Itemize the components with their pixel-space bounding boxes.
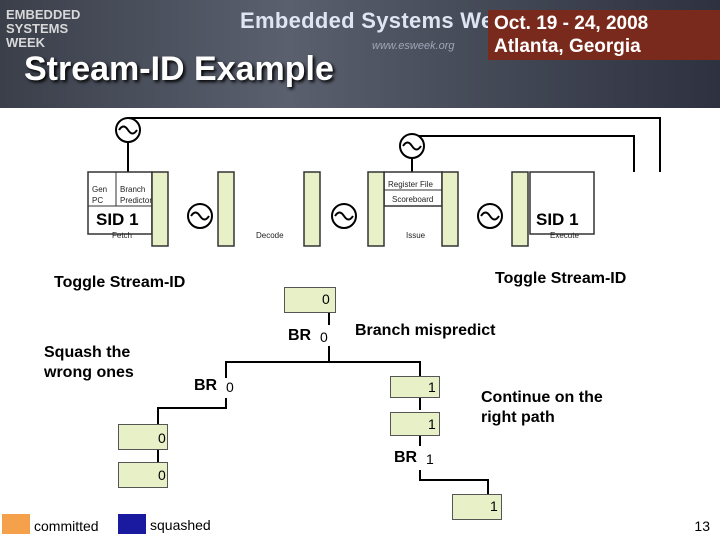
squashed-label: squashed xyxy=(150,517,211,533)
fetch-label: Fetch xyxy=(112,231,133,240)
committed-swatch xyxy=(2,514,30,534)
gen-pc-line: Gen xyxy=(92,185,108,194)
location-line: Atlanta, Georgia xyxy=(494,36,641,57)
squash-annotation: Squash the wrong ones xyxy=(44,343,134,383)
squash-line: Squash the xyxy=(44,344,131,361)
sid-register-left: SID 1 xyxy=(96,210,139,230)
inner-feedback-wire xyxy=(411,135,635,172)
pipeline-latches xyxy=(151,171,529,247)
branch-tag: BR xyxy=(194,377,218,394)
gen-pc-label: Gen PC xyxy=(92,184,107,206)
branch-sid: 0 xyxy=(320,329,328,345)
instruction-sid: 0 xyxy=(158,467,166,483)
conference-url: www.esweek.org xyxy=(372,40,455,52)
instruction-sid: 0 xyxy=(322,291,330,307)
gen-pc-line: PC xyxy=(92,196,104,205)
branch-tag: BR xyxy=(288,327,312,344)
latch-decode-issue-a xyxy=(303,171,321,247)
switch-icon xyxy=(331,203,357,229)
decode-label: Decode xyxy=(256,231,284,240)
instruction-box xyxy=(118,424,168,450)
continue-line: Continue on the xyxy=(481,389,603,406)
instruction-sid: 1 xyxy=(428,379,436,395)
tree-wire xyxy=(329,361,421,378)
branch-sid: 0 xyxy=(226,379,234,395)
instruction-box xyxy=(390,376,440,398)
logo-line-1: EMBEDDED xyxy=(6,7,81,22)
execute-stage xyxy=(529,171,595,235)
squash-line: wrong ones xyxy=(44,364,134,381)
tree-wire xyxy=(157,398,227,424)
feedback-wires xyxy=(127,117,661,172)
instruction-box xyxy=(452,494,502,520)
switch-icon xyxy=(187,203,213,229)
instruction-sid: 0 xyxy=(158,430,166,446)
sid-register-right: SID 1 xyxy=(536,210,579,230)
outer-feedback-wire xyxy=(127,117,661,172)
latch-fetch-decode-a xyxy=(151,171,169,247)
conference-name: Embedded Systems Week xyxy=(240,8,519,33)
continue-annotation: Continue on the right path xyxy=(481,388,603,428)
toggle-stream-id-left: Toggle Stream-ID xyxy=(54,274,186,291)
tree-wire xyxy=(225,346,330,378)
pipeline-stages xyxy=(87,171,595,235)
toggle-switches xyxy=(115,117,503,229)
branch-predictor-line: Predictor xyxy=(120,196,153,205)
dates-line: Oct. 19 - 24, 2008 xyxy=(494,13,649,34)
fetch-inner xyxy=(88,172,442,207)
branch-predictor-label: Branch Predictor xyxy=(120,184,152,206)
sid-value: 1 xyxy=(129,210,139,229)
register-file-label: Register File xyxy=(388,180,433,189)
continue-line: right path xyxy=(481,409,555,426)
sid-label: SID xyxy=(536,210,565,229)
logo-line-3: WEEK xyxy=(6,35,45,50)
fetch-stage xyxy=(87,171,153,235)
toggle-stream-id-right: Toggle Stream-ID xyxy=(495,270,627,287)
switch-icon xyxy=(399,133,425,159)
scoreboard-label: Scoreboard xyxy=(392,195,434,204)
slide-title: Stream-ID Example xyxy=(24,50,334,88)
instruction-box xyxy=(118,462,168,488)
squashed-swatch xyxy=(118,514,146,534)
execute-label: Execute xyxy=(550,231,579,240)
branch-predictor-line: Branch xyxy=(120,185,146,194)
tree-wire xyxy=(419,470,489,494)
page-number: 13 xyxy=(694,518,710,534)
logo-line-2: SYSTEMS xyxy=(6,21,69,36)
issue-label: Issue xyxy=(406,231,426,240)
instruction-sid: 1 xyxy=(428,416,436,432)
latch-issue-exec-a xyxy=(441,171,459,247)
instruction-sid: 1 xyxy=(490,498,498,514)
branch-tag: BR xyxy=(394,449,418,466)
instruction-tree xyxy=(157,313,489,494)
sid-label: SID xyxy=(96,210,125,229)
sid-value: 1 xyxy=(569,210,579,229)
branch-mispredict-annotation: Branch mispredict xyxy=(355,322,496,339)
latch-fetch-decode-b xyxy=(217,171,235,247)
committed-label: committed xyxy=(34,518,99,534)
switch-icon xyxy=(477,203,503,229)
latch-issue-exec-b xyxy=(511,171,529,247)
instruction-box xyxy=(284,287,336,313)
header-banner: EMBEDDED SYSTEMS WEEK Embedded Systems W… xyxy=(0,0,720,108)
switch-icon xyxy=(115,117,141,143)
conference-dates: Oct. 19 - 24, 2008 Atlanta, Georgia xyxy=(488,10,720,60)
latch-decode-issue-b xyxy=(367,171,385,247)
branch-sid: 1 xyxy=(426,451,434,467)
esweek-logo: EMBEDDED SYSTEMS WEEK xyxy=(6,8,102,56)
instruction-box xyxy=(390,412,440,436)
